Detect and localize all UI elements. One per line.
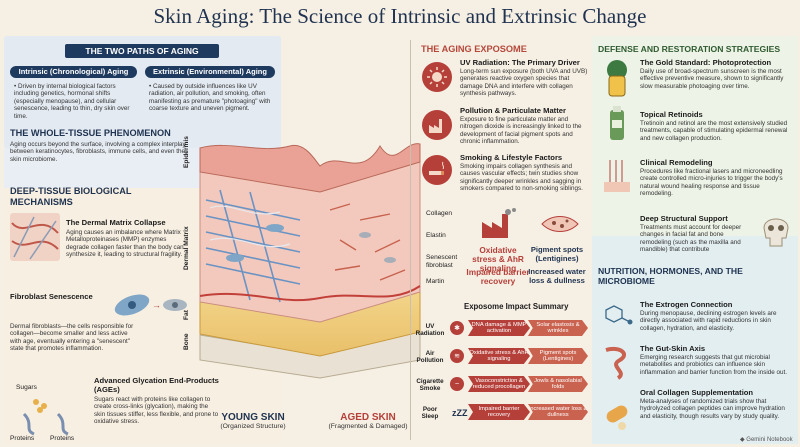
svg-text:→: →	[152, 300, 161, 310]
row-dot-uv: ✱	[450, 321, 464, 335]
exposome-title: THE AGING EXPOSOME	[421, 44, 527, 54]
nutrition-item-2-text: Emerging research suggests that gut micr…	[640, 354, 788, 376]
skull-icon	[763, 218, 789, 247]
exposome-item-2-title: Pollution & Particulate Matter	[460, 106, 566, 115]
label-senescent-fibroblast: Senescent fibroblast	[426, 254, 458, 269]
intrinsic-label: Intrinsic (Chronological) Aging	[10, 66, 137, 78]
glycation-icon	[22, 399, 69, 436]
effect-pigment: Pigment spots (Lentigines)	[530, 245, 584, 263]
row-label-air: Air Pollution	[416, 350, 444, 364]
matrix-text: Aging causes an imbalance where Matrix M…	[66, 229, 184, 259]
exposome-item-3-text: Smoking impairs collagen synthesis and c…	[460, 163, 583, 193]
row-smoke-mechanism: Vasoconstriction & reduced procollagen	[468, 376, 530, 392]
effect-barrier: Impaired barrier recovery	[466, 267, 530, 286]
row-label-uv: UV Radiation	[415, 323, 445, 337]
proteins-label-2: Proteins	[50, 435, 75, 442]
layer-label-epidermis: Epidermis	[183, 136, 190, 168]
page-title: Skin Aging: The Science of Intrinsic and…	[153, 4, 647, 28]
extrinsic-label: Extrinsic (Environmental) Aging	[145, 66, 275, 78]
exposome-item-1-text: Long-term sun exposure (both UVA and UVB…	[460, 68, 588, 98]
exposome-item-3-title: Smoking & Lifestyle Factors	[460, 153, 563, 162]
defense-item-1-title: The Gold Standard: Photoprotection	[640, 58, 772, 67]
molecule-icon	[605, 305, 633, 325]
defense-item-3-text: Procedures like fractional lasers and mi…	[640, 168, 783, 198]
defense-item-3-title: Clinical Remodeling	[640, 158, 713, 167]
row-label-smoke: Cigarette Smoke	[416, 378, 444, 392]
fibroblast-title: Fibroblast Senescence	[10, 292, 93, 301]
defense-item-4-text: Treatments must account for deeper chang…	[640, 224, 742, 254]
whole-tissue-title: THE WHOLE-TISSUE PHENOMENON	[10, 128, 171, 138]
sugars-label: Sugars	[16, 384, 37, 391]
factory-icon	[422, 110, 452, 140]
nutrition-title: NUTRITION, HORMONES, AND THE MICROBIOME	[598, 266, 743, 286]
young-skin-title: YOUNG SKIN	[221, 412, 285, 423]
row-dot-air: ≋	[450, 349, 464, 363]
nutrition-item-3-text: Meta-analyses of randomized trials show …	[640, 398, 785, 420]
label-collagen: Collagen	[426, 210, 453, 217]
cigarette-icon	[422, 155, 452, 185]
label-elastin: Elastin	[426, 232, 446, 239]
row-air-outcome: Pigment spots (Lentigines)	[528, 348, 588, 364]
age-title: Advanced Glycation End-Products (AGEs)	[94, 376, 219, 394]
extrinsic-text: • Caused by outside influences like UV r…	[149, 83, 271, 113]
laser-icon	[604, 160, 630, 192]
defense-item-1-text: Daily use of broad-spectrum sunscreen is…	[640, 68, 784, 90]
row-smoke-outcome: Jowls & nasolabial folds	[528, 376, 588, 392]
exposome-item-2-text: Exposure to fine particulate matter and …	[460, 116, 582, 146]
pollution-graphic	[482, 208, 516, 238]
whole-tissue-text: Aging occurs beyond the surface, involvi…	[10, 141, 186, 163]
intrinsic-text: • Driven by internal biological factors …	[14, 83, 130, 120]
nutrition-item-2-title: The Gut-Skin Axis	[640, 344, 706, 353]
nutrition-item-1-text: During menopause, declining estrogen lev…	[640, 310, 777, 332]
gut-icon	[605, 347, 626, 380]
row-uv-outcome: Solar elastosis & wrinkles	[528, 320, 588, 336]
row-air-mechanism: Oxidative stress & AhR signaling	[468, 348, 530, 364]
layer-label-dermal-matrix: Dermal Matrix	[183, 226, 190, 270]
footer-notebook: ◆ Gemini Notebook	[740, 437, 793, 443]
skin-cross-section-diagram	[199, 143, 421, 379]
defense-item-2-title: Topical Retinoids	[640, 110, 703, 119]
aged-skin-title: AGED SKIN	[340, 412, 396, 423]
summary-title: Exposome Impact Summary	[464, 302, 569, 311]
fibroblast-icon: →	[114, 294, 187, 316]
fibroblast-text: Dermal fibroblasts—the cells responsible…	[10, 323, 134, 353]
effect-water-loss: Increased water loss & dullness	[528, 267, 586, 285]
sun-icon	[422, 62, 452, 92]
defense-item-4-title: Deep Structural Support	[640, 214, 728, 223]
sleep-zzz-icon: zZZ	[452, 408, 468, 418]
sunscreen-icon	[607, 60, 627, 97]
row-sleep-outcome: Increased water loss & dullness	[528, 404, 588, 420]
exposome-item-1-title: UV Radiation: The Primary Driver	[460, 58, 580, 67]
dermal-matrix-icon	[10, 213, 60, 261]
layer-label-bone: Bone	[183, 333, 190, 350]
effect-oxidative: Oxidative stress & AhR signaling	[472, 245, 524, 273]
label-martin: Martin	[426, 278, 445, 285]
capsule-icon	[606, 405, 628, 430]
nutrition-item-3-title: Oral Collagen Supplementation	[640, 388, 754, 397]
defense-title: DEFENSE AND RESTORATION STRATEGIES	[598, 44, 781, 54]
nutrition-item-1-title: The Extrogen Connection	[640, 300, 733, 309]
row-dot-smoke: ~	[450, 377, 464, 391]
matrix-title: The Dermal Matrix Collapse	[66, 218, 166, 227]
tube-icon	[610, 106, 624, 140]
defense-item-2-text: Tretinoin and retinol are the most exten…	[640, 120, 788, 142]
aged-skin-caption: AGED SKIN (Fragmented & Damaged)	[320, 412, 416, 430]
divider-exposome	[410, 40, 411, 440]
aged-skin-sub: (Fragmented & Damaged)	[328, 423, 408, 430]
age-text: Sugars react with proteins like collagen…	[94, 396, 219, 426]
row-uv-mechanism: DNA damage & MMP activation	[468, 320, 530, 336]
row-label-sleep: Poor Sleep	[421, 406, 439, 420]
young-skin-caption: YOUNG SKIN (Organized Structure)	[205, 412, 301, 430]
layer-label-fat: Fat	[183, 310, 190, 320]
proteins-label-1: Proteins	[10, 435, 35, 442]
row-sleep-mechanism: Impaired barrier recovery	[468, 404, 530, 420]
deep-tissue-title: DEEP-TISSUE BIOLOGICAL MECHANISMS	[10, 186, 132, 207]
young-skin-sub: (Organized Structure)	[220, 423, 286, 430]
pigment-spots-graphic	[541, 216, 579, 232]
two-paths-title: THE TWO PATHS OF AGING	[65, 44, 219, 58]
